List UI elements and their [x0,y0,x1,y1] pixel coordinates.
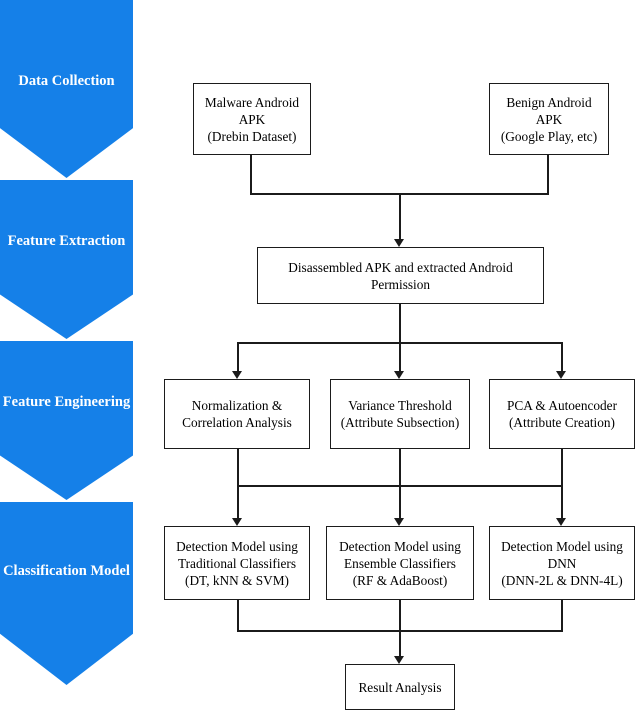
stage-chevron-feature-engineering [0,341,133,500]
connector-traditional-down [237,600,239,631]
node-malware-apk: Malware Android APK (Drebin Dataset) [193,83,311,155]
connector-malware-down [250,155,252,194]
connector-split-left-cls [237,485,239,521]
stage-chevron-classification-model [0,502,133,685]
node-ensemble-classifiers: Detection Model using Ensemble Classifie… [326,526,474,600]
node-disassembled-apk: Disassembled APK and extracted Android P… [257,247,544,304]
node-normalization: Normalization & Correlation Analysis [164,379,310,449]
connector-split-right-fe [561,342,563,374]
arrowhead-to-dnn [556,518,566,526]
stage-chevron-feature-extraction [0,180,133,339]
connector-benign-down [547,155,549,194]
connector-disassemble-down [399,304,401,343]
node-dnn-model: Detection Model using DNN (DNN-2L & DNN-… [489,526,635,600]
node-pca-autoencoder: PCA & Autoencoder (Attribute Creation) [489,379,635,449]
connector-split-mid-fe [399,342,401,374]
node-result-analysis: Result Analysis [345,664,455,710]
connector-variance-down [399,449,401,486]
connector-normalization-down [237,449,239,486]
connector-split-left-fe [237,342,239,374]
connector-split-mid-cls [399,485,401,521]
arrowhead-to-variance [394,371,404,379]
connector-bus-to-result [399,630,401,659]
connector-pca-down [561,449,563,486]
connector-split-right-cls [561,485,563,521]
arrowhead-to-pca [556,371,566,379]
connector-bus-to-disassemble [399,193,401,241]
connector-ensemble-down [399,600,401,631]
node-benign-apk: Benign Android APK (Google Play, etc) [489,83,609,155]
node-traditional-classifiers: Detection Model using Traditional Classi… [164,526,310,600]
arrowhead-to-result [394,656,404,664]
arrowhead-to-disassemble [394,239,404,247]
arrowhead-to-traditional [232,518,242,526]
arrowhead-to-normalization [232,371,242,379]
node-variance-threshold: Variance Threshold (Attribute Subsection… [330,379,470,449]
arrowhead-to-ensemble [394,518,404,526]
connector-dnn-down [561,600,563,631]
stage-chevron-data-collection [0,0,133,178]
